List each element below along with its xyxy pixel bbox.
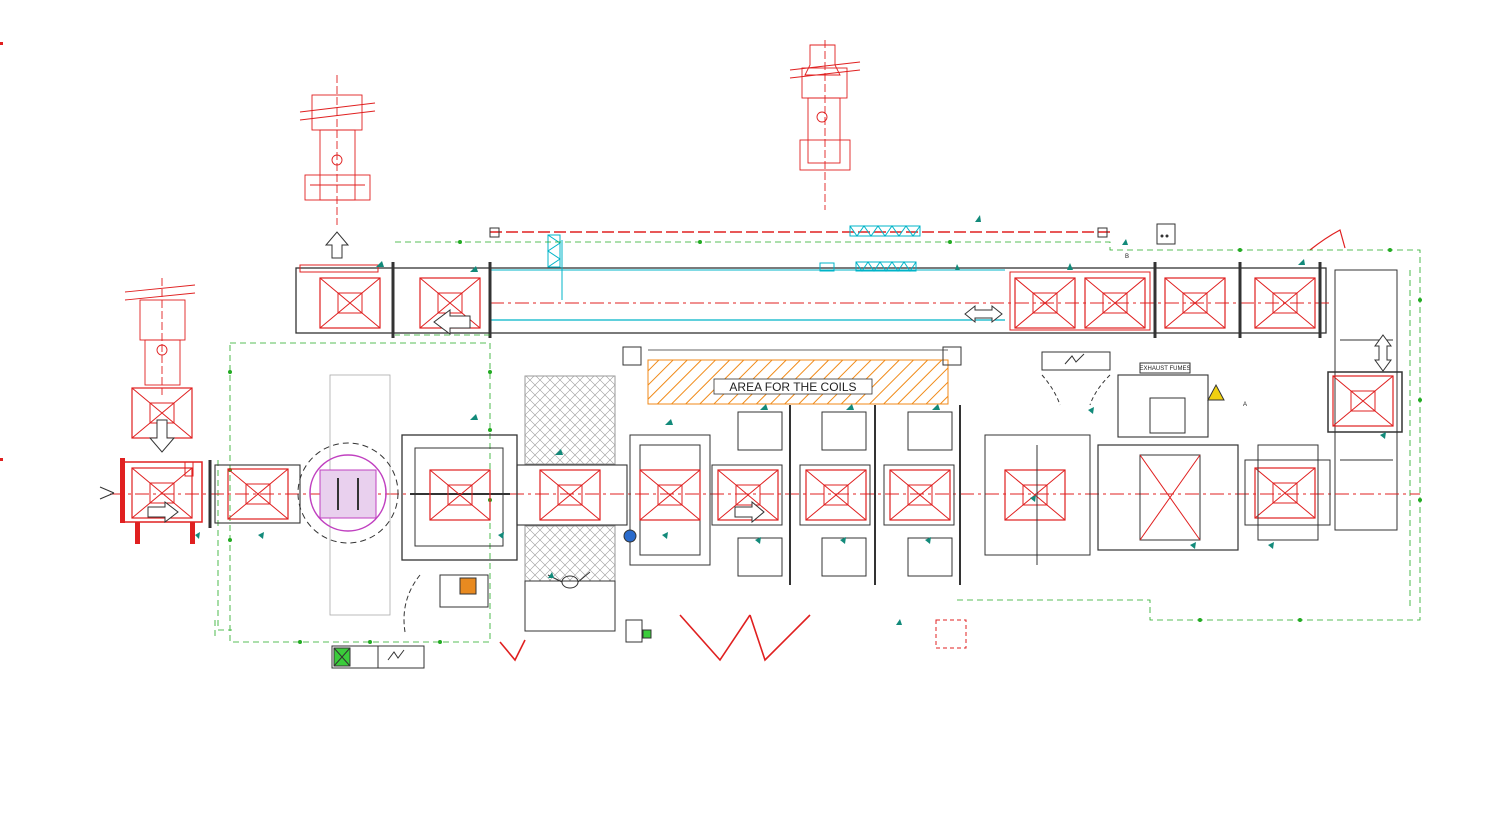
arrow-right-icon-center [734,500,765,524]
green-dashed-perimeters [214,241,1421,643]
vertical-double-arrow-icon [1374,334,1392,372]
red-door-arcs [499,614,811,662]
double-arrow-icon [964,304,1003,324]
exhaust-label: EXHAUST FUMES [1140,366,1191,372]
electrical-cabinet [331,645,425,669]
rotary-table [297,374,399,616]
pillars [622,346,967,649]
winding-stations [711,405,961,585]
right-transfer-unit [1327,269,1403,531]
forklift-left-upper [299,75,376,225]
teal-markers [195,215,1386,625]
green-dimension-ticks [228,240,1422,644]
exhaust-oven: EXHAUST FUMES [1097,362,1239,551]
area-label: AREA FOR THE COILS [729,380,856,394]
arrow-up-icon [324,231,350,259]
arrow-left-icon [433,309,471,335]
section-mark-a: A [1243,402,1247,408]
forklift-center-top [789,40,861,210]
main-conveyor-line: EXHAUST FUMES [99,362,1420,632]
upper-conveyor-line [295,225,1330,338]
forklift-left-lower [124,278,196,395]
coil-area: AREA FOR THE COILS [647,349,949,405]
arrow-right-icon-left [147,500,179,524]
section-mark-b: B [1125,254,1129,260]
arrow-down-icon [148,419,176,453]
